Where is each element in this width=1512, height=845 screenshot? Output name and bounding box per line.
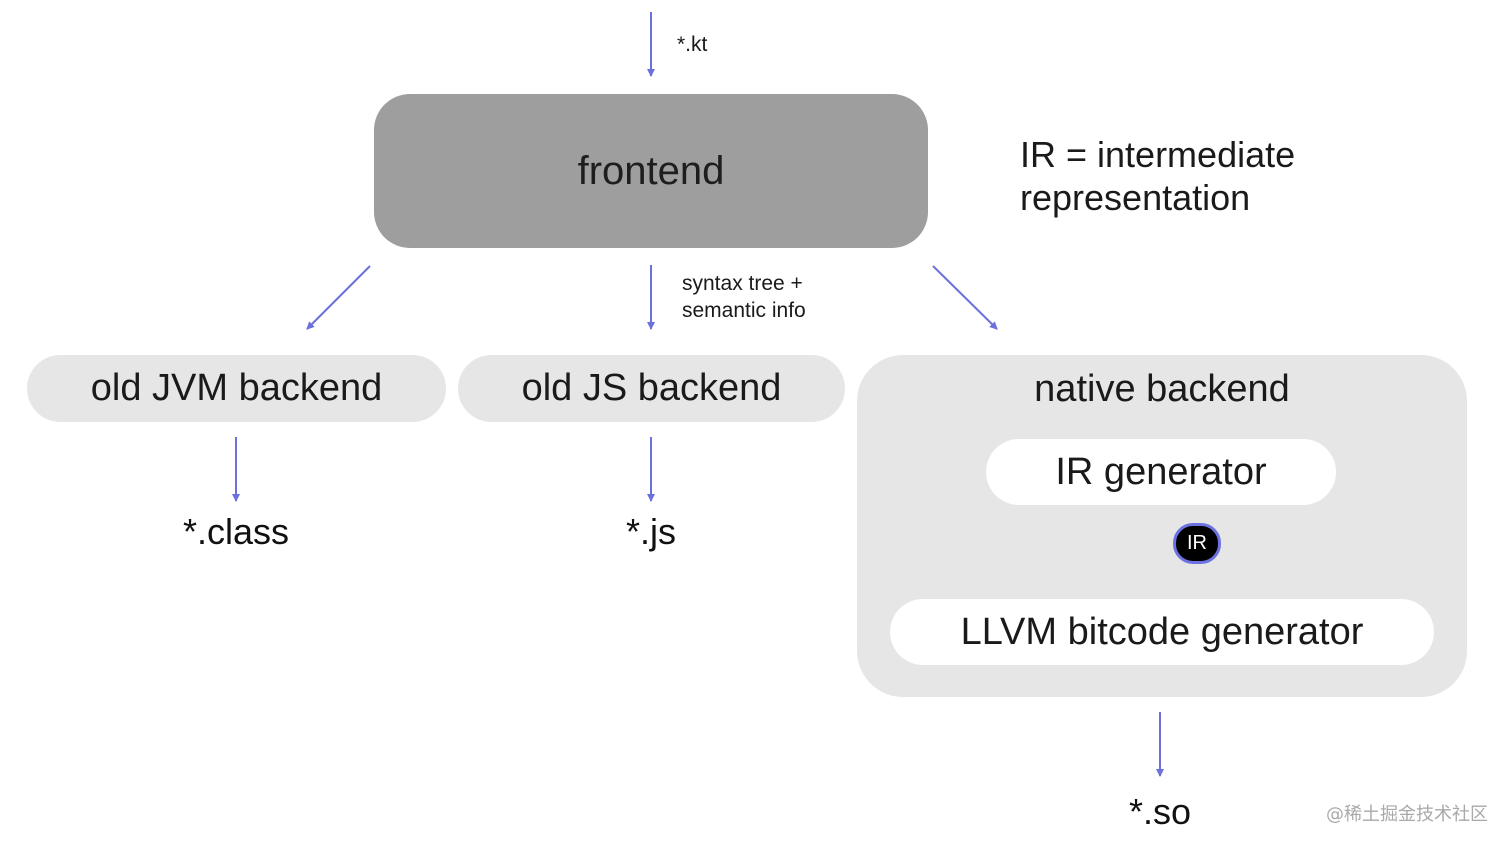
- syntax-tree-edge-label: syntax tree + semantic info: [682, 270, 806, 324]
- ir-generator-node: IR generator: [986, 439, 1336, 505]
- arrow-frontend-to-jvm: [306, 265, 371, 330]
- native-backend-label: native backend: [1034, 368, 1290, 410]
- ir-badge: IR: [1173, 523, 1221, 564]
- jvm-backend-label: old JVM backend: [90, 367, 383, 409]
- llvm-generator-label: LLVM bitcode generator: [960, 610, 1364, 653]
- ir-generator-label: IR generator: [1055, 450, 1267, 493]
- frontend-label: frontend: [577, 148, 725, 193]
- input-file-label: *.kt: [677, 33, 708, 56]
- arrow-frontend-to-native: [932, 265, 998, 330]
- edge-label-line-1: syntax tree +: [682, 272, 803, 295]
- ir-note-line-1: IR = intermediate: [1020, 134, 1296, 175]
- js-backend-node: old JS backend: [458, 355, 845, 422]
- so-output-label: *.so: [1128, 791, 1192, 832]
- js-backend-label: old JS backend: [521, 367, 782, 409]
- ir-note-line-2: representation: [1020, 177, 1251, 218]
- js-output-label: *.js: [625, 511, 676, 552]
- edge-label-line-2: semantic info: [682, 299, 806, 322]
- jvm-backend-node: old JVM backend: [27, 355, 446, 422]
- llvm-generator-node: LLVM bitcode generator: [890, 599, 1434, 665]
- watermark-text: @稀土掘金技术社区: [1326, 804, 1488, 825]
- frontend-node: frontend: [374, 94, 928, 248]
- ir-definition-note: IR = intermediate representation: [1020, 133, 1380, 219]
- class-output-label: *.class: [182, 511, 290, 552]
